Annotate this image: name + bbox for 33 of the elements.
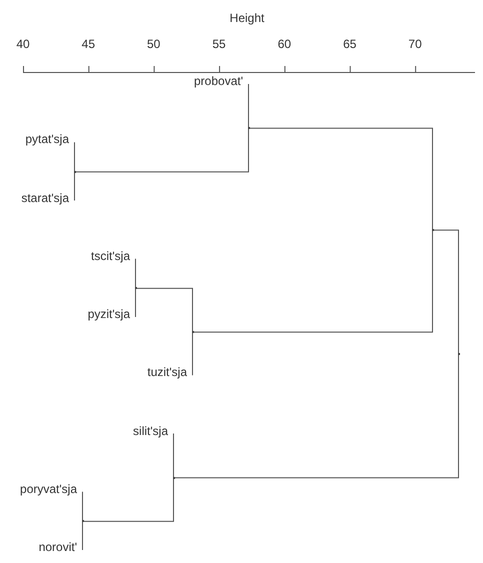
leaf-label: silit'sja (133, 424, 173, 438)
leaf-label: tuzit'sja (147, 365, 192, 380)
dendrogram-branch (82, 520, 83, 550)
tick-label: 40 (16, 37, 30, 51)
dendrogram-branch (193, 229, 433, 333)
dendrogram-branch (135, 287, 136, 318)
tick-label: 55 (212, 37, 226, 51)
dendrogram-branch (74, 170, 75, 201)
tick-label: 45 (82, 37, 96, 51)
dendrogram-branch (174, 352, 459, 478)
dendrogram-branch (74, 142, 75, 172)
leaf-label: pyzit'sja (88, 307, 135, 321)
dendrogram-branch (82, 491, 83, 522)
leaf-label: poryvat'sja (20, 482, 82, 496)
dendrogram-branch (433, 230, 459, 354)
leaf-label: norovit' (38, 540, 82, 554)
leaf-label: probovat' (194, 74, 248, 88)
tick-label: 65 (343, 37, 356, 51)
dendrogram-branch (249, 128, 433, 230)
tick-label: 70 (408, 37, 422, 51)
dendrogram-branch (192, 331, 193, 376)
dendrogram-branch (248, 84, 249, 128)
tick-label: 60 (278, 37, 292, 51)
tick-label: 50 (147, 37, 160, 51)
dendrogram-branch (83, 476, 174, 522)
dendrogram-branch (173, 433, 174, 478)
leaf-label: starat'sja (21, 190, 74, 204)
dendrogram-branch (136, 288, 193, 332)
axis-title: Height (230, 11, 264, 25)
leaf-label: pytat'sja (25, 132, 74, 146)
dendrogram-branch (135, 258, 136, 288)
leaf-label: tscit'sja (91, 248, 135, 263)
dendrogram-branch (75, 127, 249, 172)
